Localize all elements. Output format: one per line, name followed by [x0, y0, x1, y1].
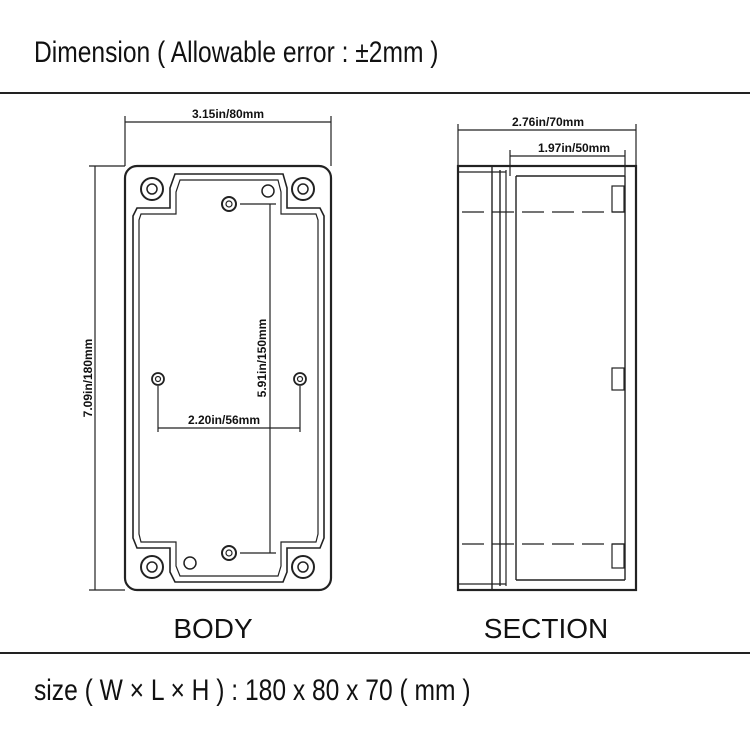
section-outline — [456, 164, 638, 592]
section-total-depth-dim: 2.76in/70mm — [512, 115, 584, 129]
corner-screw-tr — [291, 177, 315, 201]
hole-spacing-vertical-dim: 5.91in/150mm — [255, 319, 269, 398]
body-outline — [123, 164, 333, 592]
body-width-dim: 3.15in/80mm — [192, 107, 264, 121]
small-hole-bottom — [183, 556, 197, 570]
mount-hole-right — [293, 372, 307, 386]
mount-hole-top — [221, 196, 237, 212]
corner-screw-bl — [140, 555, 164, 579]
section-dimension-lines — [457, 124, 637, 176]
body-view — [123, 164, 333, 592]
body-inner-recess — [132, 173, 325, 583]
section-label: SECTION — [484, 613, 608, 644]
section-view — [456, 164, 638, 592]
section-inner-depth-dim: 1.97in/50mm — [538, 141, 610, 155]
section-clip-top — [611, 185, 625, 213]
corner-screw-br — [291, 555, 315, 579]
body-dimension-lines — [89, 116, 332, 591]
size-spec: size ( W × L × H ) : 180 x 80 x 70 ( mm … — [34, 674, 471, 707]
body-height-dim: 7.09in/180mm — [81, 339, 95, 418]
bottom-divider — [0, 652, 750, 654]
section-clip-middle — [611, 367, 625, 391]
corner-screw-tl — [140, 177, 164, 201]
body-label: BODY — [173, 613, 253, 644]
mount-hole-left — [151, 372, 165, 386]
small-hole-top — [261, 184, 275, 198]
mount-hole-bottom — [221, 545, 237, 561]
body-inner-recess-2 — [138, 179, 319, 577]
hole-spacing-horizontal-dim: 2.20in/56mm — [188, 413, 260, 427]
top-divider — [0, 92, 750, 94]
page-title: Dimension ( Allowable error : ±2mm ) — [34, 36, 439, 69]
section-clip-bottom — [611, 543, 625, 569]
